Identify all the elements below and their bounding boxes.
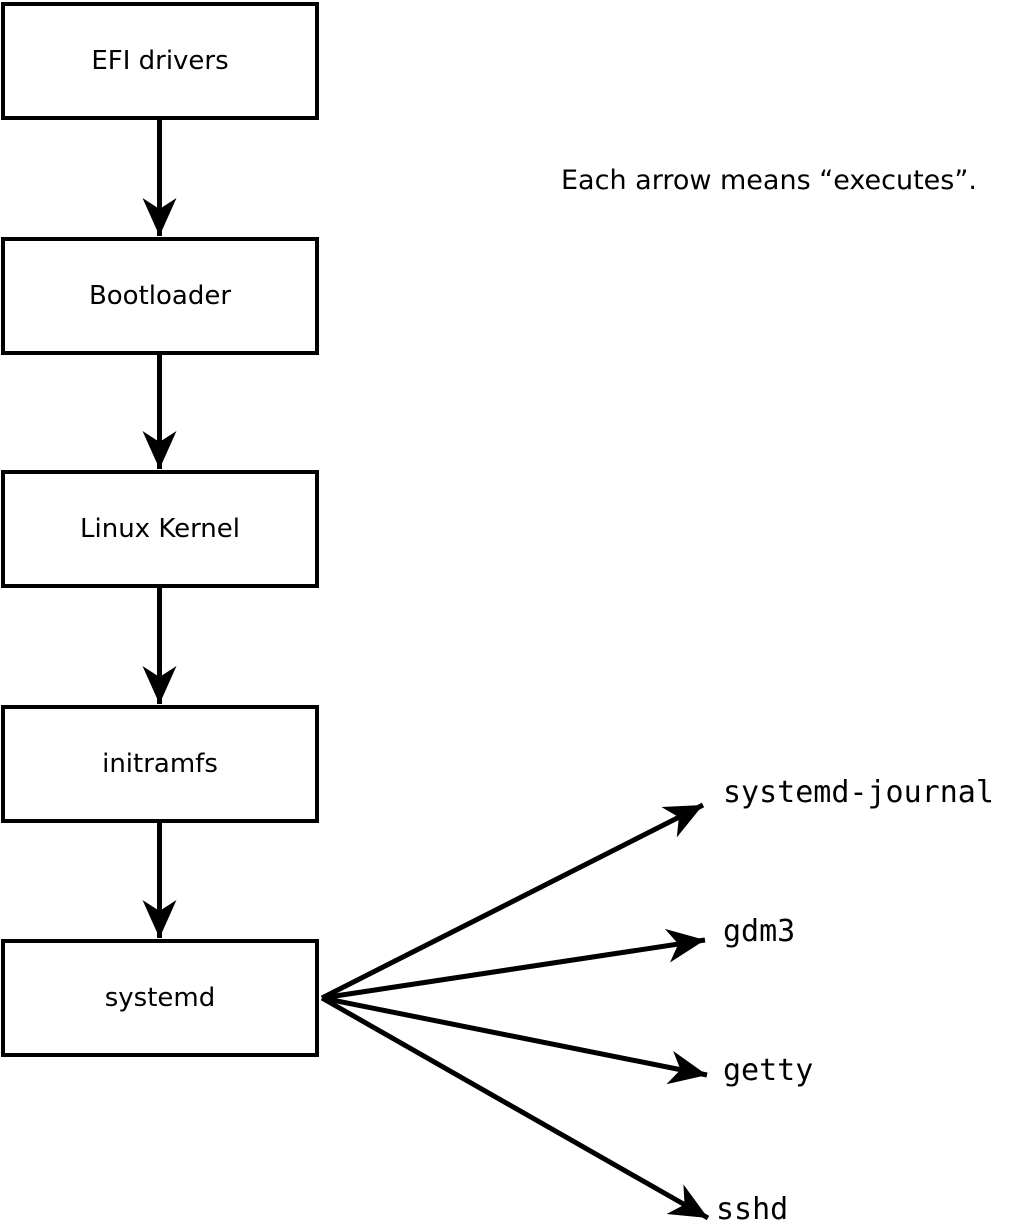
node-systemd-label: systemd — [104, 983, 216, 1013]
arrow-systemd-to-getty — [321, 995, 708, 1085]
fanout-label-sshd: sshd — [716, 1192, 789, 1227]
arrow-systemd-to-sshd — [320, 995, 710, 1221]
fanout-label-gdm3: gdm3 — [723, 914, 796, 949]
arrow-systemd-to-journal — [320, 802, 705, 1001]
node-systemd: systemd — [1, 939, 319, 1057]
node-initramfs: initramfs — [1, 705, 319, 823]
caption-arrow-meaning: Each arrow means “executes”. — [561, 165, 977, 196]
fanout-label-systemd-journal: systemd-journal — [723, 775, 994, 810]
fanout-label-getty: getty — [723, 1053, 814, 1088]
node-initramfs-label: initramfs — [102, 749, 218, 779]
node-linux-kernel-label: Linux Kernel — [80, 514, 240, 544]
arrow-systemd-to-gdm3 — [321, 928, 706, 1001]
node-linux-kernel: Linux Kernel — [1, 470, 319, 588]
node-bootloader: Bootloader — [1, 237, 319, 355]
node-efi-drivers-label: EFI drivers — [91, 46, 229, 76]
node-bootloader-label: Bootloader — [88, 281, 232, 311]
node-efi-drivers: EFI drivers — [1, 2, 319, 120]
